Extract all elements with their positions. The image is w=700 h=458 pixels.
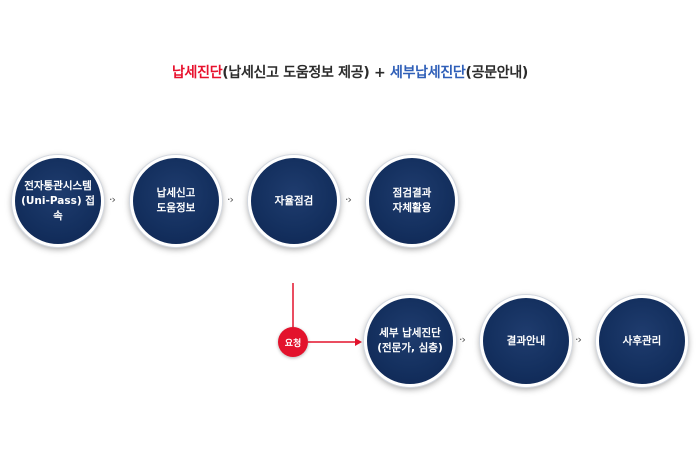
request-badge: 요청 — [278, 327, 308, 357]
step-detailed-diagnosis: 세부 납세진단 (전문가, 심층) — [364, 295, 456, 387]
title-detailed-desc: (공문안내) — [465, 65, 529, 81]
step-tax-filing-info: 납세신고 도움정보 — [130, 155, 222, 247]
step-self-check: 자율점검 — [248, 155, 340, 247]
title-diagnosis-desc: (납세신고 도움정보 제공) + — [222, 65, 391, 81]
separator-arrow-icon: ·› — [109, 193, 116, 206]
connector-arrowhead-icon — [355, 338, 362, 346]
separator-arrow-icon: ·› — [459, 333, 466, 346]
step-unipass-login: 전자통관시스템 (Uni-Pass) 접속 — [12, 155, 104, 247]
separator-arrow-icon: ·› — [575, 333, 582, 346]
step-check-result-use: 점검결과 자체활용 — [366, 155, 458, 247]
separator-arrow-icon: ·› — [227, 193, 234, 206]
step-result-notice: 결과안내 — [480, 295, 572, 387]
diagram-title: 납세진단(납세신고 도움정보 제공) + 세부납세진단(공문안내) — [0, 62, 700, 82]
separator-arrow-icon: ·› — [345, 193, 352, 206]
title-diagnosis: 납세진단 — [171, 65, 223, 81]
title-detailed-diagnosis: 세부납세진단 — [390, 65, 466, 81]
step-follow-up: 사후관리 — [596, 295, 688, 387]
